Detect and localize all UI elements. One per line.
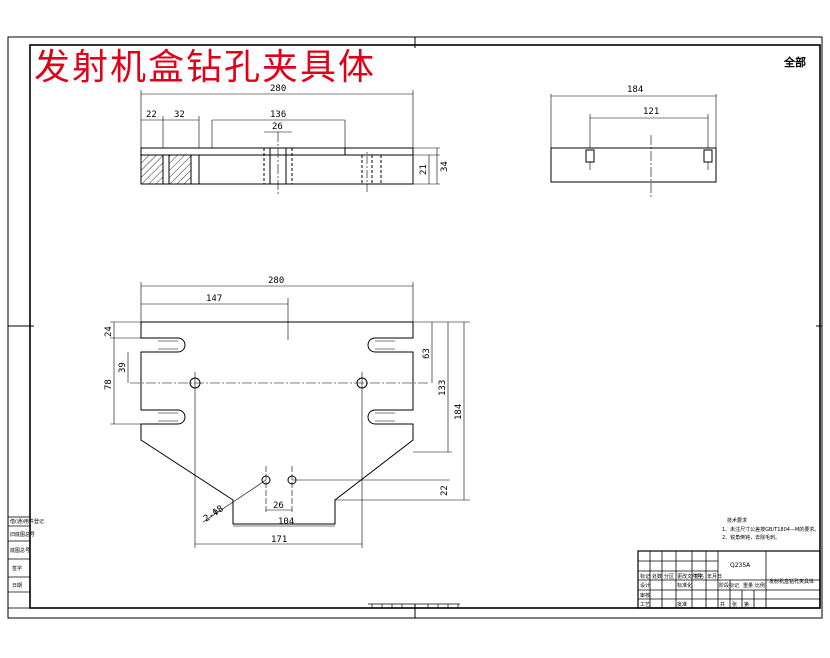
title-block-material: Q235A [730,562,751,569]
dim-front-a: 22 [146,110,157,120]
title-block-part-name: 发射机盒钻孔夹具体 [769,578,814,585]
dim-plan-slot-gap: 39 [118,362,128,373]
side-row-0: 借(通)用件登记 [10,518,44,525]
dim-plan-hole-span: 104 [278,517,294,527]
bottom-ruler [368,603,460,608]
tb-label-1: 处数 [652,573,662,580]
dim-plan-bottom: 22 [440,485,450,496]
tech-heading: 技术要求 [727,517,747,524]
corner-mark: 全部 [784,56,806,69]
side-row-1: 旧底图总号 [10,531,35,538]
title-block-text: Q235A 发射机盒钻孔夹具体 标记 处数 分区 更改文件号 签名 年月日 设计… [640,562,814,608]
dim-front-h2: 34 [440,161,450,172]
front-view-dimensions: 280 22 32 136 26 21 34 [146,84,450,175]
side-view [550,94,717,198]
tb-label-3: 更改文件号 [677,573,702,580]
tb-label-7: 标准化 [677,582,692,589]
side-table-text: 借(通)用件登记 旧底图总号 底图总号 签字 日期 [10,518,44,589]
tb-label-4: 签名 [694,573,704,580]
tb-label-5: 年月日 [707,573,722,580]
tb-label-14: 共 [720,601,725,608]
dim-side-overall: 184 [627,85,643,95]
dim-side-inner: 121 [643,107,659,117]
dim-front-d: 26 [272,122,283,132]
dim-plan-right-c: 184 [454,404,464,420]
dim-plan-right-a: 63 [422,348,432,359]
dim-front-b: 32 [174,110,185,120]
side-table [7,516,31,609]
title-block [637,550,821,609]
dim-plan-right-b: 133 [438,380,448,396]
tb-label-12: 重量 [743,582,753,589]
side-row-3: 签字 [12,565,22,572]
tb-label-0: 标记 [640,573,650,580]
tb-label-6: 设计 [640,582,650,589]
trim-frame [7,36,823,619]
dim-plan-base-width: 171 [271,535,287,545]
tb-label-15: 张 [732,601,737,608]
dim-plan-hole-gap: 26 [273,501,284,511]
tb-label-9: 工艺 [640,602,650,608]
dim-plan-hole-note: 2-Φ8 [202,504,226,524]
front-view [140,90,440,194]
dim-front-c: 136 [270,110,286,120]
tb-label-2: 分区 [664,573,674,580]
drawing-frame [29,44,821,609]
side-view-dimensions: 184 121 [627,85,659,117]
tb-label-16: 第 [744,601,749,608]
side-row-4: 日期 [12,583,22,589]
tb-label-10: 批准 [677,601,687,608]
tb-label-8: 审核 [640,592,650,599]
plan-view [110,282,470,548]
dim-plan-half: 147 [206,294,222,304]
dim-front-overall: 280 [270,84,286,94]
drawing-title: 发射机盒钻孔夹具体 [34,47,377,88]
dim-plan-width: 280 [268,276,284,286]
tb-label-11: 阶段标记 [719,582,739,589]
tech-line-1: 1、未注尺寸公差按GB/T1804—M的要求。 [722,526,819,533]
tech-line-2: 2、锐角倒钝，去除毛刺。 [722,534,780,541]
tb-label-13: 比例 [755,582,765,589]
dim-plan-slot-span: 78 [104,379,114,390]
technical-requirements: 技术要求 1、未注尺寸公差按GB/T1804—M的要求。 2、锐角倒钝，去除毛刺… [722,517,819,541]
dim-plan-slot-top: 24 [104,326,114,337]
side-row-2: 底图总号 [10,547,30,554]
dim-front-h1: 21 [419,164,429,175]
centering-marks [8,37,822,618]
